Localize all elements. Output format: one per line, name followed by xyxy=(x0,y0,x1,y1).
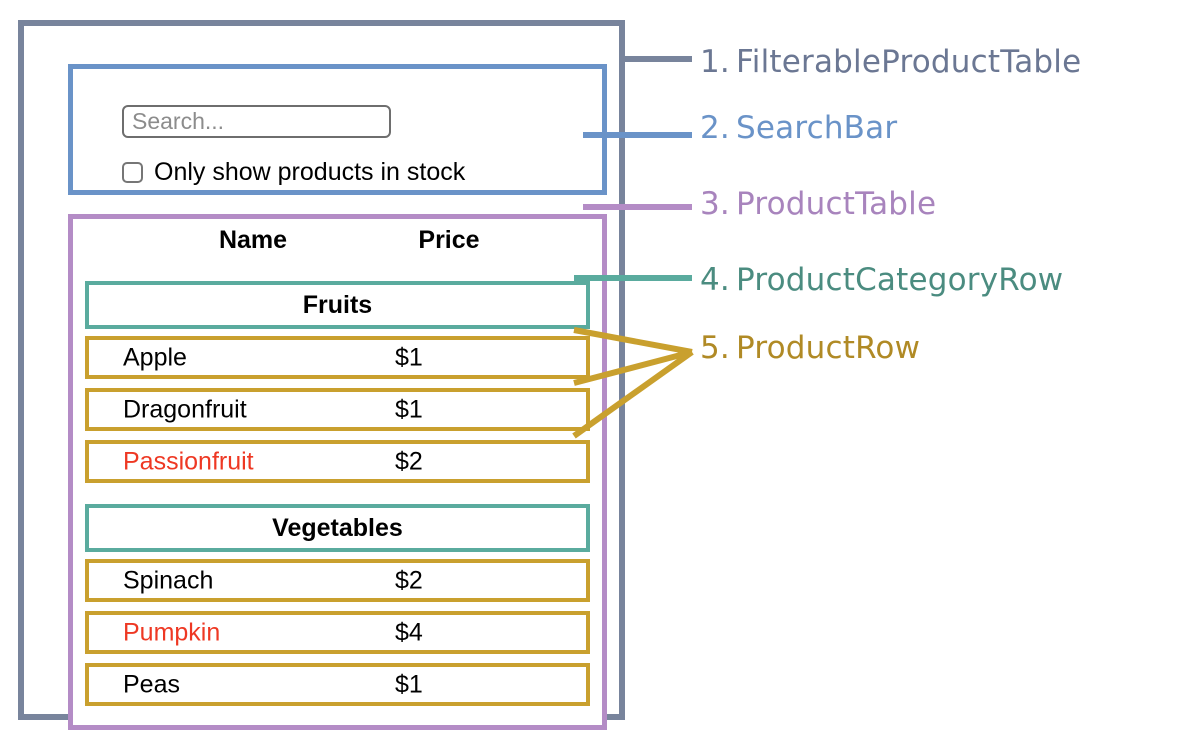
product-price: $1 xyxy=(395,670,423,698)
legend-number: 4. xyxy=(700,262,730,298)
product-price: $2 xyxy=(395,447,423,475)
product-name: Passionfruit xyxy=(123,447,254,475)
in-stock-checkbox[interactable] xyxy=(122,162,143,183)
legend-label: ProductCategoryRow xyxy=(735,262,1064,298)
legend-label: SearchBar xyxy=(735,110,898,146)
product-table-rows: Fruits Apple $1 Dragonfruit $1 Passionfr… xyxy=(85,281,590,715)
product-price: $1 xyxy=(395,343,423,371)
product-row[interactable]: Passionfruit $2 xyxy=(85,440,590,483)
product-row[interactable]: Spinach $2 xyxy=(85,559,590,602)
product-table-frame: Name Price Fruits Apple $1 Dragonfruit $… xyxy=(68,214,607,730)
product-table-header: Name Price xyxy=(73,226,602,260)
product-price: $2 xyxy=(395,566,423,594)
in-stock-filter-row[interactable]: Only show products in stock xyxy=(122,158,465,187)
column-header-name: Name xyxy=(218,226,288,254)
product-category-label: Fruits xyxy=(302,290,373,319)
product-name: Apple xyxy=(123,343,187,371)
legend-number: 5. xyxy=(700,330,730,366)
legend-label: ProductRow xyxy=(735,330,921,366)
product-row[interactable]: Pumpkin $4 xyxy=(85,611,590,654)
product-row[interactable]: Peas $1 xyxy=(85,663,590,706)
product-name: Pumpkin xyxy=(123,618,221,646)
product-category-label: Vegetables xyxy=(272,513,403,542)
legend-number: 1. xyxy=(700,44,730,80)
legend-item-filterable-product-table: 1.FilterableProductTable xyxy=(700,44,1081,80)
product-category-row: Vegetables xyxy=(85,504,590,552)
product-row[interactable]: Dragonfruit $1 xyxy=(85,388,590,431)
legend-label: FilterableProductTable xyxy=(735,44,1082,80)
in-stock-checkbox-label: Only show products in stock xyxy=(154,158,466,186)
legend-item-product-row: 5.ProductRow xyxy=(700,330,920,366)
legend-item-product-category-row: 4.ProductCategoryRow xyxy=(700,262,1063,298)
legend-label: ProductTable xyxy=(735,186,937,222)
search-input-placeholder: Search... xyxy=(132,108,225,134)
product-price: $4 xyxy=(395,618,423,646)
filterable-product-table-frame: Search... Only show products in stock Na… xyxy=(18,20,625,730)
legend-number: 2. xyxy=(700,110,730,146)
product-category-row: Fruits xyxy=(85,281,590,329)
product-name: Peas xyxy=(123,670,180,698)
product-name: Dragonfruit xyxy=(123,395,247,423)
product-name: Spinach xyxy=(123,566,214,594)
legend-item-product-table: 3.ProductTable xyxy=(700,186,936,222)
legend-item-search-bar: 2.SearchBar xyxy=(700,110,897,146)
search-input[interactable]: Search... xyxy=(122,105,391,138)
legend-number: 3. xyxy=(700,186,730,222)
column-header-price: Price xyxy=(418,226,480,254)
product-price: $1 xyxy=(395,395,423,423)
product-row[interactable]: Apple $1 xyxy=(85,336,590,379)
search-bar-frame: Search... Only show products in stock xyxy=(68,64,607,195)
